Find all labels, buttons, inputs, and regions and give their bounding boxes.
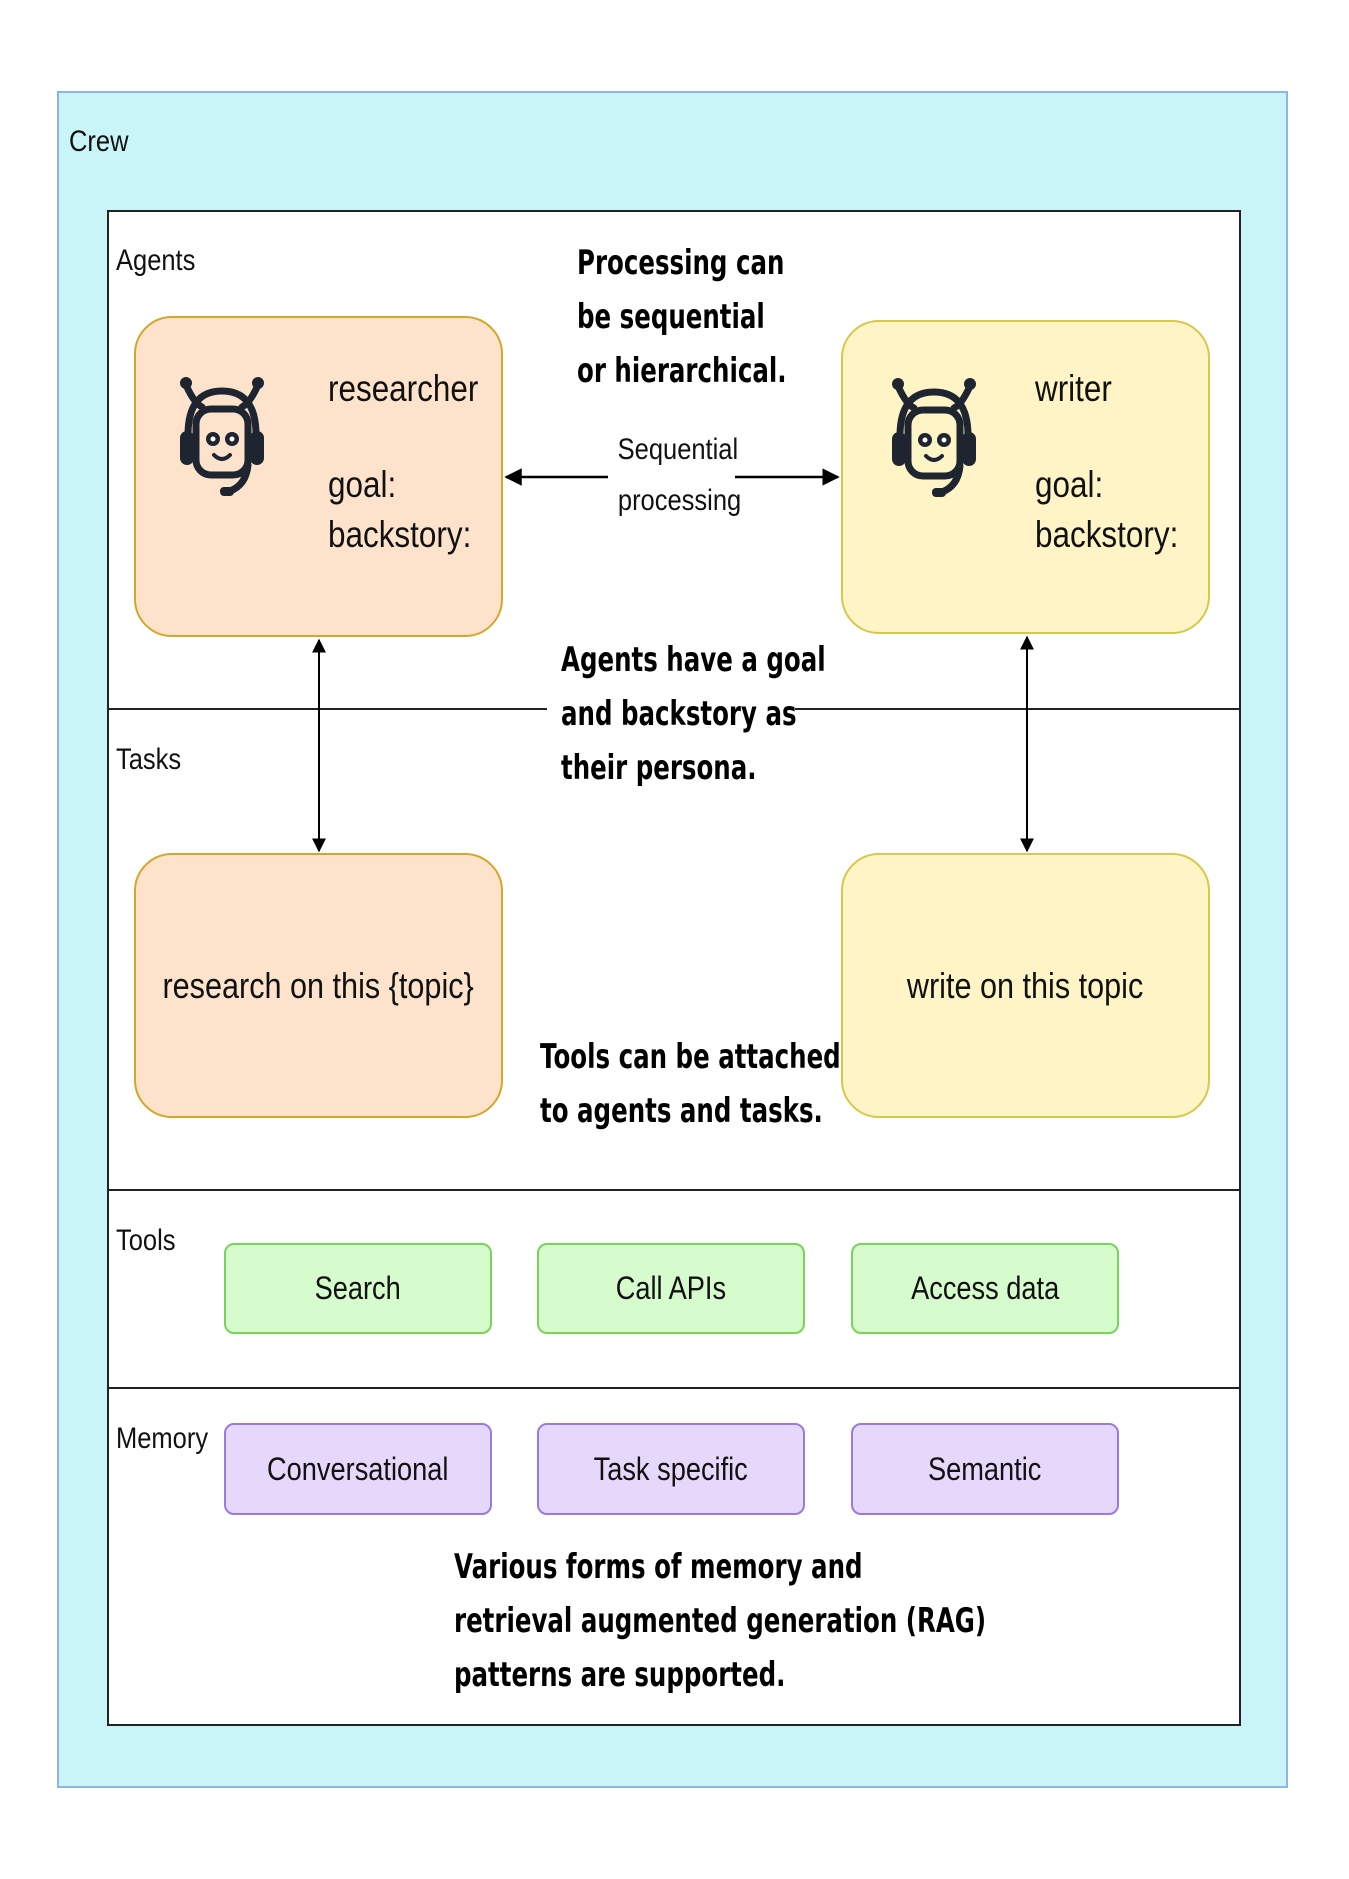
tool-label: Access data [910, 1270, 1060, 1306]
task-card-write[interactable]: write on this topic [841, 853, 1210, 1118]
agent-name: researcher [328, 368, 479, 409]
robot-headset-icon [892, 378, 976, 497]
memory-label: Task specific [593, 1450, 749, 1487]
agent-card-researcher[interactable]: researcher goal: backstory: [134, 316, 503, 637]
agent-goal-label: goal: [1035, 464, 1104, 505]
tool-call-apis[interactable]: Call APIs [537, 1243, 805, 1334]
section-label-agents: Agents [116, 244, 196, 277]
tool-search[interactable]: Search [224, 1243, 492, 1334]
section-label-tools: Tools [116, 1224, 176, 1257]
annotation-line: and backstory as [561, 694, 797, 734]
agent-backstory-label: backstory: [328, 514, 472, 555]
annotation-line: to agents and tasks. [540, 1091, 823, 1131]
memory-task-specific[interactable]: Task specific [537, 1423, 805, 1515]
memory-semantic[interactable]: Semantic [851, 1423, 1119, 1515]
annotation-line: Various forms of memory and [454, 1547, 863, 1587]
task-card-research[interactable]: research on this {topic} [134, 853, 503, 1118]
annotation-line: Agents have a goal [561, 640, 826, 680]
divider-tools-memory [107, 1387, 1241, 1389]
annotation-line: be sequential [577, 297, 765, 337]
annotation-line: or hierarchical. [577, 351, 787, 391]
annotation-memory: Various forms of memory and retrieval au… [454, 1540, 986, 1702]
annotation-line: patterns are supported. [454, 1655, 786, 1695]
annotation-tools: Tools can be attached to agents and task… [540, 1030, 841, 1138]
section-label-tasks: Tasks [116, 743, 182, 776]
tool-label: Search [314, 1270, 402, 1306]
annotation-processing: Processing can be sequential or hierarch… [577, 236, 787, 398]
connector-label-line1: Sequential [617, 433, 739, 466]
section-label-memory: Memory [116, 1422, 209, 1455]
memory-label: Semantic [928, 1450, 1042, 1487]
agent-name: writer [1035, 368, 1112, 409]
annotation-line: their persona. [561, 748, 757, 788]
memory-conversational[interactable]: Conversational [224, 1423, 492, 1515]
agent-backstory-label: backstory: [1035, 514, 1179, 555]
divider-tasks-tools [107, 1189, 1241, 1191]
annotation-line: Processing can [577, 243, 785, 283]
agent-goal-label: goal: [328, 464, 397, 505]
annotation-line: Tools can be attached [540, 1037, 841, 1077]
annotation-line: retrieval augmented generation (RAG) [454, 1601, 987, 1641]
annotation-persona: Agents have a goal and backstory as thei… [561, 633, 826, 795]
tool-label: Call APIs [615, 1270, 727, 1306]
agent-card-writer[interactable]: writer goal: backstory: [841, 320, 1210, 634]
divider-agents-tasks-right [795, 708, 1241, 710]
task-label: write on this topic [907, 964, 1144, 1006]
memory-label: Conversational [267, 1450, 449, 1487]
divider-agents-tasks-left [107, 708, 547, 710]
robot-headset-icon [180, 377, 264, 496]
connector-label-line2: processing [617, 484, 742, 517]
tool-access-data[interactable]: Access data [851, 1243, 1119, 1334]
task-label: research on this {topic} [162, 964, 475, 1006]
crew-label: Crew [69, 125, 129, 158]
